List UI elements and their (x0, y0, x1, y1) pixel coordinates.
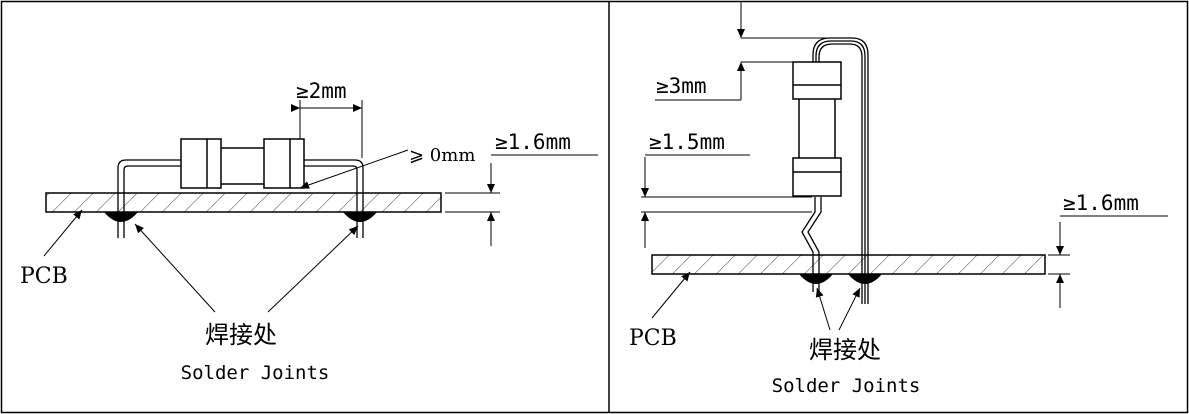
left-joint-label-cn: 焊接处 (205, 321, 277, 349)
right-dim-lead-height-label: ≥1.6mm (1063, 191, 1139, 215)
right-pcb-board (651, 254, 1046, 275)
right-resistor-leads (801, 37, 869, 304)
left-pcb-leader (43, 209, 83, 257)
left-panel: ≥2mm ⩾ 0mm ≥1.6mm PCB 焊接处 Solder Joints (20, 79, 598, 384)
right-resistor-body (792, 61, 842, 197)
right-dim-mid-label: ≥1.5mm (649, 130, 725, 154)
left-dim-lead-height-label: ≥1.6mm (495, 130, 571, 154)
right-dim-top-label: ≥3mm (656, 74, 707, 98)
left-resistor-leads (117, 159, 364, 238)
right-dim-mid (641, 154, 812, 248)
left-body-clearance-leader (299, 149, 409, 189)
right-dim-lead-height (1048, 215, 1168, 308)
left-dim-body-clearance-label: ⩾ 0mm (409, 145, 475, 166)
right-solder-joints (799, 274, 882, 284)
left-dim-gap-lead (291, 100, 363, 158)
left-joint-leaders (134, 223, 359, 313)
left-pcb-label: PCB (20, 264, 68, 289)
right-pcb-leader (651, 271, 691, 319)
left-resistor-body (180, 138, 305, 189)
left-solder-joints (104, 212, 377, 222)
left-pcb-board (45, 192, 442, 213)
left-dim-gap-lead-label: ≥2mm (296, 79, 347, 103)
right-joint-label-cn: 焊接处 (809, 336, 881, 364)
right-panel: ≥3mm ≥1.5mm ≥1.6mm PCB 焊接处 Solder Joi (629, 2, 1168, 397)
left-dim-lead-height (445, 154, 598, 246)
right-pcb-label: PCB (629, 326, 677, 351)
left-joint-label-en: Solder Joints (181, 362, 330, 384)
right-joint-label-en: Solder Joints (772, 375, 921, 397)
right-joint-leaders (815, 287, 861, 331)
right-dim-top (655, 2, 830, 101)
